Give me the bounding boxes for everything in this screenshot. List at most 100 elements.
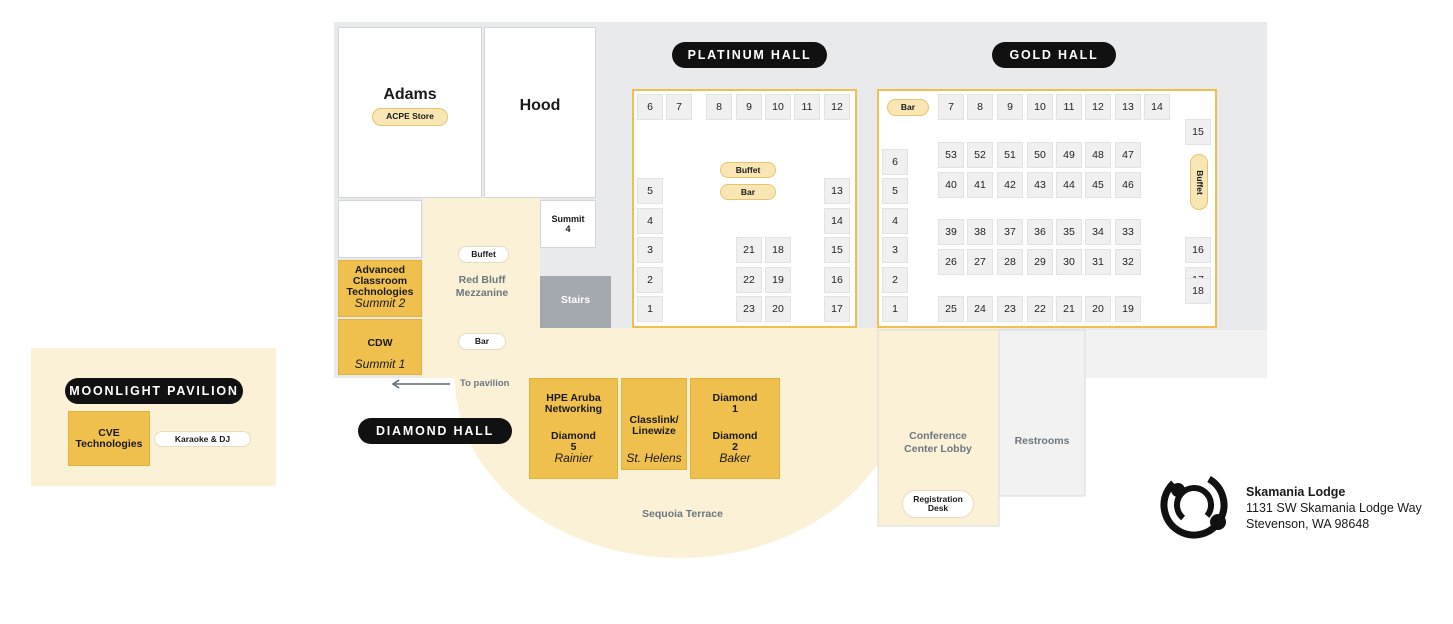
gold-booth-50[interactable]: 50 <box>1027 142 1053 168</box>
lobby-label: Conference Center Lobby <box>904 430 972 455</box>
gold-booth-22[interactable]: 22 <box>1027 296 1053 322</box>
summit4-room: Summit 4 <box>540 200 596 248</box>
gold-booth-2[interactable]: 2 <box>882 267 908 293</box>
platinum-booth-5[interactable]: 5 <box>637 178 663 204</box>
gold-booth-34[interactable]: 34 <box>1085 219 1111 245</box>
gold-booth-9[interactable]: 9 <box>997 94 1023 120</box>
platinum-booth-18[interactable]: 18 <box>765 237 791 263</box>
exhibitor-diamond[interactable]: Diamond 1 Diamond 2 Baker <box>690 378 780 479</box>
gold-booth-53[interactable]: 53 <box>938 142 964 168</box>
platinum-booth-4[interactable]: 4 <box>637 208 663 234</box>
hood-label: Hood <box>519 96 561 114</box>
classlink-label: Classlink/ Linewize <box>629 414 679 437</box>
gold-booth-36[interactable]: 36 <box>1027 219 1053 245</box>
cdw-room-label: Summit 1 <box>354 357 406 371</box>
gold-booth-4[interactable]: 4 <box>882 208 908 234</box>
gold-booth-48[interactable]: 48 <box>1085 142 1111 168</box>
platinum-booth-2[interactable]: 2 <box>637 267 663 293</box>
platinum-booth-16[interactable]: 16 <box>824 267 850 293</box>
platinum-booth-9[interactable]: 9 <box>736 94 762 120</box>
platinum-booth-23[interactable]: 23 <box>736 296 762 322</box>
gold-booth-51[interactable]: 51 <box>997 142 1023 168</box>
gold-booth-33[interactable]: 33 <box>1115 219 1141 245</box>
gold-booth-41[interactable]: 41 <box>967 172 993 198</box>
gold-booth-1[interactable]: 1 <box>882 296 908 322</box>
gold-booth-14[interactable]: 14 <box>1144 94 1170 120</box>
to-pavilion-label[interactable]: To pavilion <box>460 378 510 389</box>
gold-booth-24[interactable]: 24 <box>967 296 993 322</box>
hpe-room-label: Rainier <box>554 451 593 465</box>
gold-booth-8[interactable]: 8 <box>967 94 993 120</box>
gold-booth-21[interactable]: 21 <box>1056 296 1082 322</box>
stairs-label: Stairs <box>560 294 591 306</box>
skamania-logo-icon <box>1160 471 1228 539</box>
gold-booth-52[interactable]: 52 <box>967 142 993 168</box>
mezzanine-bar-pill: Bar <box>458 333 506 350</box>
gold-booth-40[interactable]: 40 <box>938 172 964 198</box>
gold-booth-11[interactable]: 11 <box>1056 94 1082 120</box>
platinum-booth-6[interactable]: 6 <box>637 94 663 120</box>
gold-booth-37[interactable]: 37 <box>997 219 1023 245</box>
gold-booth-3[interactable]: 3 <box>882 237 908 263</box>
platinum-booth-12[interactable]: 12 <box>824 94 850 120</box>
platinum-booth-20[interactable]: 20 <box>765 296 791 322</box>
gold-booth-45[interactable]: 45 <box>1085 172 1111 198</box>
gold-booth-18[interactable]: 18 <box>1185 278 1211 304</box>
diamond2-label: Diamond 2 <box>712 430 758 453</box>
gold-booth-16[interactable]: 16 <box>1185 237 1211 263</box>
sequoia-label: Sequoia Terrace <box>642 508 723 520</box>
gold-booth-23[interactable]: 23 <box>997 296 1023 322</box>
gold-booth-43[interactable]: 43 <box>1027 172 1053 198</box>
platinum-booth-1[interactable]: 1 <box>637 296 663 322</box>
gold-booth-27[interactable]: 27 <box>967 249 993 275</box>
karaoke-pill: Karaoke & DJ <box>154 431 251 447</box>
platinum-booth-13[interactable]: 13 <box>824 178 850 204</box>
logo-address2: Stevenson, WA 98648 <box>1246 517 1370 531</box>
gold-booth-26[interactable]: 26 <box>938 249 964 275</box>
platinum-booth-17[interactable]: 17 <box>824 296 850 322</box>
gold-booth-30[interactable]: 30 <box>1056 249 1082 275</box>
gold-booth-44[interactable]: 44 <box>1056 172 1082 198</box>
gold-booth-49[interactable]: 49 <box>1056 142 1082 168</box>
platinum-bar-pill: Bar <box>720 184 776 200</box>
exhibitor-cve[interactable]: CVE Technologies <box>68 411 150 466</box>
exhibitor-act[interactable]: Advanced Classroom Technologies Summit 2 <box>338 260 422 317</box>
platinum-booth-3[interactable]: 3 <box>637 237 663 263</box>
gold-booth-5[interactable]: 5 <box>882 178 908 204</box>
gold-booth-7[interactable]: 7 <box>938 94 964 120</box>
gold-booth-6[interactable]: 6 <box>882 149 908 175</box>
diamond-hall-title: DIAMOND HALL <box>358 418 512 444</box>
gold-booth-38[interactable]: 38 <box>967 219 993 245</box>
platinum-booth-19[interactable]: 19 <box>765 267 791 293</box>
gold-booth-19[interactable]: 19 <box>1115 296 1141 322</box>
platinum-booth-7[interactable]: 7 <box>666 94 692 120</box>
platinum-booth-8[interactable]: 8 <box>706 94 732 120</box>
gold-booth-39[interactable]: 39 <box>938 219 964 245</box>
gold-booth-42[interactable]: 42 <box>997 172 1023 198</box>
gold-booth-13[interactable]: 13 <box>1115 94 1141 120</box>
exhibitor-cdw[interactable]: CDW Summit 1 <box>338 319 422 375</box>
platinum-booth-14[interactable]: 14 <box>824 208 850 234</box>
gold-booth-31[interactable]: 31 <box>1085 249 1111 275</box>
platinum-booth-21[interactable]: 21 <box>736 237 762 263</box>
gold-booth-15[interactable]: 15 <box>1185 119 1211 145</box>
exhibitor-classlink[interactable]: Classlink/ Linewize St. Helens <box>621 378 687 470</box>
platinum-booth-15[interactable]: 15 <box>824 237 850 263</box>
platinum-booth-10[interactable]: 10 <box>765 94 791 120</box>
gold-booth-32[interactable]: 32 <box>1115 249 1141 275</box>
gold-booth-35[interactable]: 35 <box>1056 219 1082 245</box>
platinum-booth-11[interactable]: 11 <box>794 94 820 120</box>
gold-booth-47[interactable]: 47 <box>1115 142 1141 168</box>
adams-room: Adams ACPE Store <box>338 27 482 198</box>
gold-booth-28[interactable]: 28 <box>997 249 1023 275</box>
platinum-booth-22[interactable]: 22 <box>736 267 762 293</box>
registration-desk[interactable]: Registration Desk <box>902 490 974 518</box>
gold-booth-25[interactable]: 25 <box>938 296 964 322</box>
gold-booth-46[interactable]: 46 <box>1115 172 1141 198</box>
moonlight-pavilion-title: MOONLIGHT PAVILION <box>65 378 243 404</box>
gold-booth-10[interactable]: 10 <box>1027 94 1053 120</box>
gold-booth-29[interactable]: 29 <box>1027 249 1053 275</box>
exhibitor-hpe[interactable]: HPE Aruba Networking Diamond 5 Rainier <box>529 378 618 479</box>
gold-booth-20[interactable]: 20 <box>1085 296 1111 322</box>
gold-booth-12[interactable]: 12 <box>1085 94 1111 120</box>
